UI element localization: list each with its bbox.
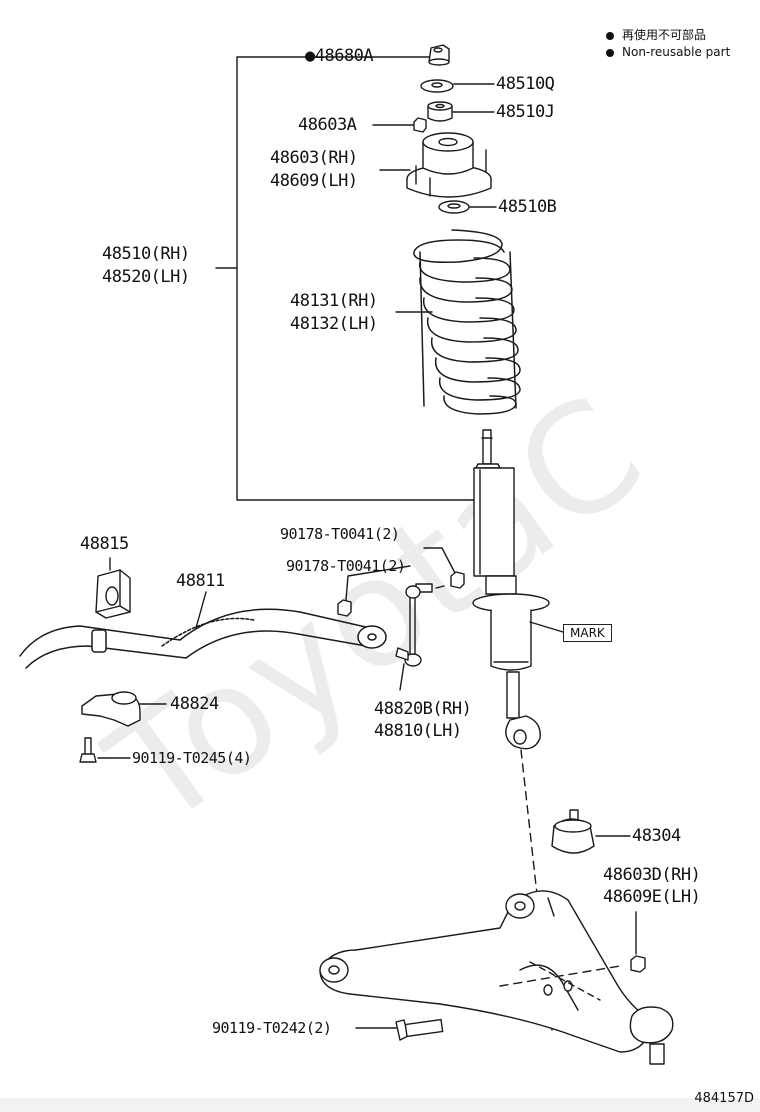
part-label-48131-rh[interactable]: 48131(RH) [290,291,378,311]
non-reusable-dot-icon [606,31,614,40]
nut-48603a-part [413,117,427,133]
coil-spring-part [413,229,521,415]
bracket-48824-part [81,691,141,727]
washer-48510q-part [420,79,454,93]
upper-support-part [406,132,492,198]
part-label-48603d-rh[interactable]: 48603D(RH) [603,865,701,885]
part-label-48603-rh[interactable]: 48603(RH) [270,148,358,168]
part-label-48304[interactable]: 48304 [632,826,681,846]
part-label-48820b-rh[interactable]: 48820B(RH) [374,699,472,719]
part-label-48824[interactable]: 48824 [170,694,219,714]
part-label-90178-t0041-upper[interactable]: 90178-T0041(2) [280,525,400,543]
stabilizer-bar-part [19,608,387,669]
legend-en: Non-reusable part [606,43,730,61]
part-label-48815[interactable]: 48815 [80,534,129,554]
part-label-90119-t0245[interactable]: 90119-T0245(4) [132,749,252,767]
part-label-90178-t0041-lower[interactable]: 90178-T0041(2) [286,557,406,575]
washer-48510b-part [438,200,470,214]
part-label-48680a[interactable]: ●48680A [305,46,374,66]
stabilizer-link-part [395,583,445,667]
bound-stopper-48304-part [551,809,595,854]
nut-48603d-part [630,955,646,973]
cushion-48510j-part [427,101,453,122]
part-label-48510-rh[interactable]: 48510(RH) [102,244,190,264]
nut-90178-upper-part [450,571,465,589]
part-label-48811[interactable]: 48811 [176,571,225,591]
part-label-90119-t0242[interactable]: 90119-T0242(2) [212,1019,332,1037]
part-label-48810-lh[interactable]: 48810(LH) [374,721,462,741]
top-nut-part [428,44,450,66]
part-label-48510b[interactable]: 48510B [498,197,557,217]
mark-callout: MARK [563,624,612,642]
part-label-48609-lh[interactable]: 48609(LH) [270,171,358,191]
non-reusable-dot-icon [606,48,614,57]
part-label-48609e-lh[interactable]: 48609E(LH) [603,887,701,907]
bolt-90119-t0245-part [79,737,97,763]
part-label-48132-lh[interactable]: 48132(LH) [290,314,378,334]
part-label-48510q[interactable]: 48510Q [496,74,555,94]
part-label-48520-lh[interactable]: 48520(LH) [102,267,190,287]
assembly-bracket-line [236,56,479,501]
nut-90178-lower-part [337,599,352,617]
bushing-48815-part [95,569,131,619]
lower-arm-part [319,890,674,1065]
footer-band [0,1098,760,1112]
bolt-90119-t0242-part [395,1018,444,1041]
part-label-48603a[interactable]: 48603A [298,115,357,135]
diagram-code: 484157D [694,1091,754,1106]
legend-jp: 再使用不可部品 [606,26,706,44]
shock-absorber-part [472,429,550,750]
part-label-48510j[interactable]: 48510J [496,102,555,122]
